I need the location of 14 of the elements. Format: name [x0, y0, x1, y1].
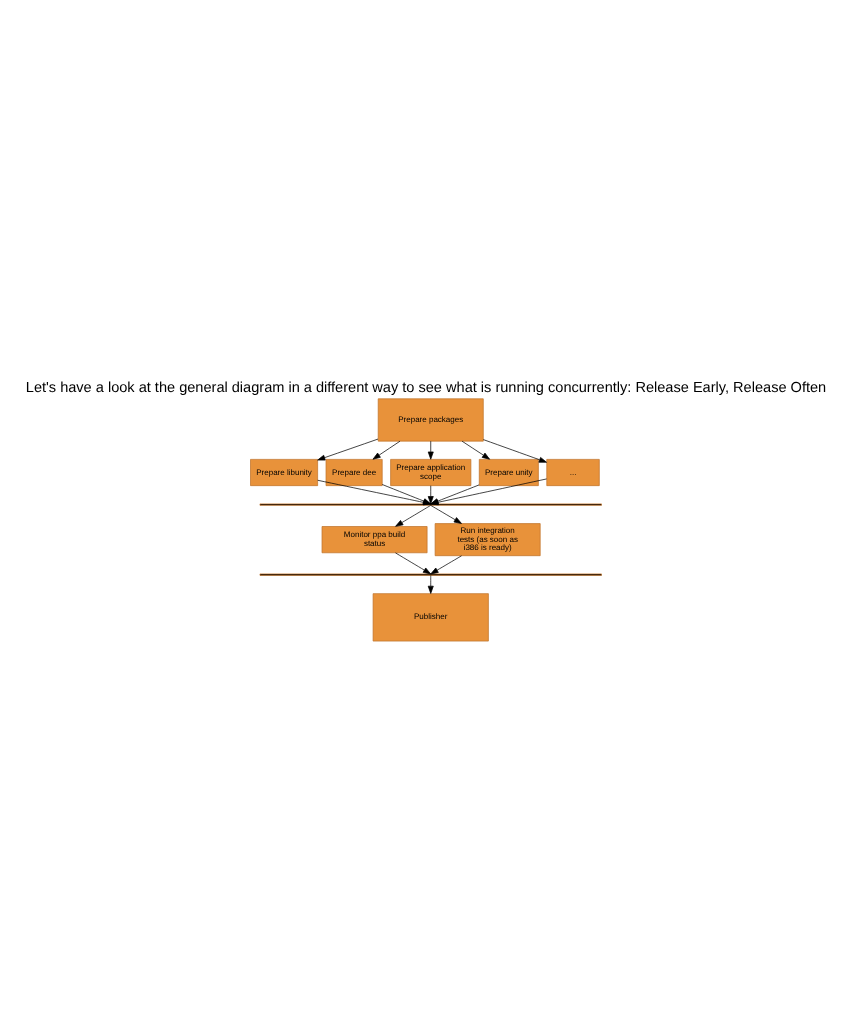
arrow: [395, 504, 432, 526]
arrow: [395, 551, 432, 574]
arrow: [427, 439, 434, 459]
arrow: [430, 504, 462, 523]
arrow: [372, 439, 401, 459]
diagram-title: Let's have a look at the general diagram in a different way to see what is running concurrently: Release Early, Release Often: [25, 376, 827, 395]
node-bar: [259, 572, 602, 575]
arrow: [427, 484, 434, 504]
arrow: [427, 574, 434, 593]
arrow: [430, 554, 462, 574]
arrow: [461, 439, 490, 459]
arrow: [482, 438, 547, 462]
arrow: [317, 437, 379, 460]
node-bar: [259, 502, 602, 505]
